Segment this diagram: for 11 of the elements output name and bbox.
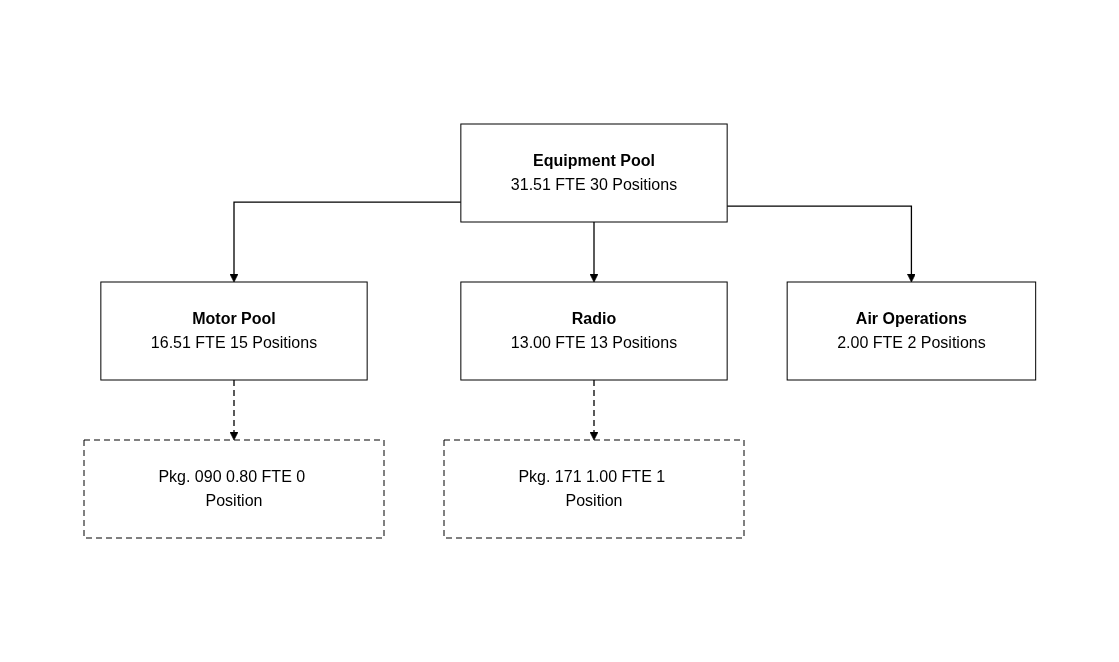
node-box: Radio 13.00 FTE 13 Positions xyxy=(460,281,728,381)
node-box: Air Operations 2.00 FTE 2 Positions xyxy=(786,281,1036,381)
arrow xyxy=(229,201,462,283)
node-box: Pkg. 171 1.00 FTE 1 Position xyxy=(443,439,745,539)
arrow xyxy=(726,205,916,283)
node-box: Pkg. 090 0.80 FTE 0 Position xyxy=(83,439,385,539)
node-box: Motor Pool 16.51 FTE 15 Positions xyxy=(100,281,368,381)
arrow xyxy=(589,221,599,283)
arrow xyxy=(589,379,599,441)
arrow xyxy=(229,379,239,441)
node-box: Equipment Pool 31.51 FTE 30 Positions xyxy=(460,123,728,223)
